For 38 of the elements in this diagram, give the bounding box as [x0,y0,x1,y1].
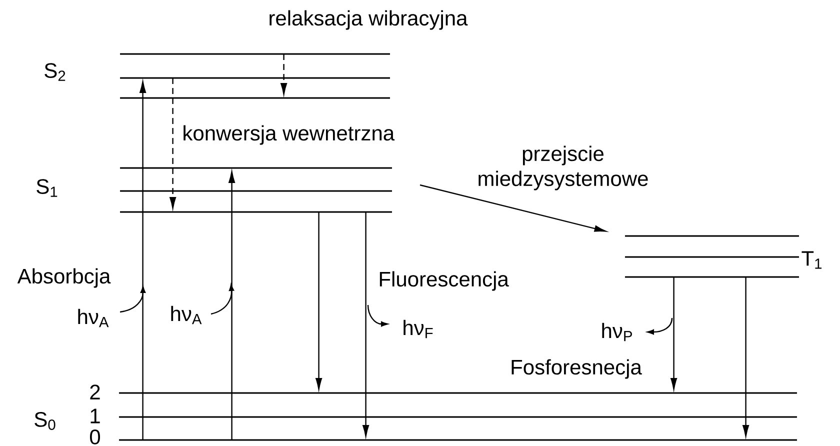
level-number: 2 [90,384,100,400]
level-number: 1 [90,408,100,424]
transition-arrow [316,212,322,390]
energy-level-line [625,256,799,258]
photon-label: hν$_{F}$ [404,320,433,338]
level-label: S$_{1}$ [36,179,58,197]
transition-arrow [742,277,750,437]
energy-level-line [120,190,392,192]
transition-arrow [670,277,678,390]
energy-level-line [120,97,390,99]
process-label: Fosforesnecja [512,359,642,379]
energy-level-line [120,53,390,55]
edge-label: konwersja wewnetrzna [184,125,395,145]
energy-level-line [625,276,799,278]
energy-level-line [119,392,797,394]
edge-label: relaksacja wibracyjna [270,10,468,30]
level-number: 0 [90,430,100,444]
level-label: S$_{0}$ [34,412,56,430]
energy-level-line [120,77,390,79]
photon-label: hν$_{A}$ [171,306,202,324]
transition-arrow [170,78,176,209]
photon-label: hν$_{A}$ [78,308,109,328]
level-label: S$_{2}$ [44,63,66,81]
energy-level-line [120,167,392,169]
level-label: T$_{1}$ [802,251,822,269]
transition-arrow [228,171,236,440]
energy-level-line [120,211,392,213]
energy-level-line [119,416,797,418]
transition-arrow [280,54,288,95]
photon-label: hν$_{P}$ [602,322,632,342]
transition-arrow [362,212,370,437]
process-label: Absorbcja [17,268,111,288]
transition-arrow [140,81,146,440]
energy-level-line [119,439,797,441]
transition-arrow [420,184,606,232]
process-label: Fluorescencja [380,271,509,291]
edge-label: przejscie miedzysystemowe [478,146,648,190]
energy-level-line [625,235,799,237]
